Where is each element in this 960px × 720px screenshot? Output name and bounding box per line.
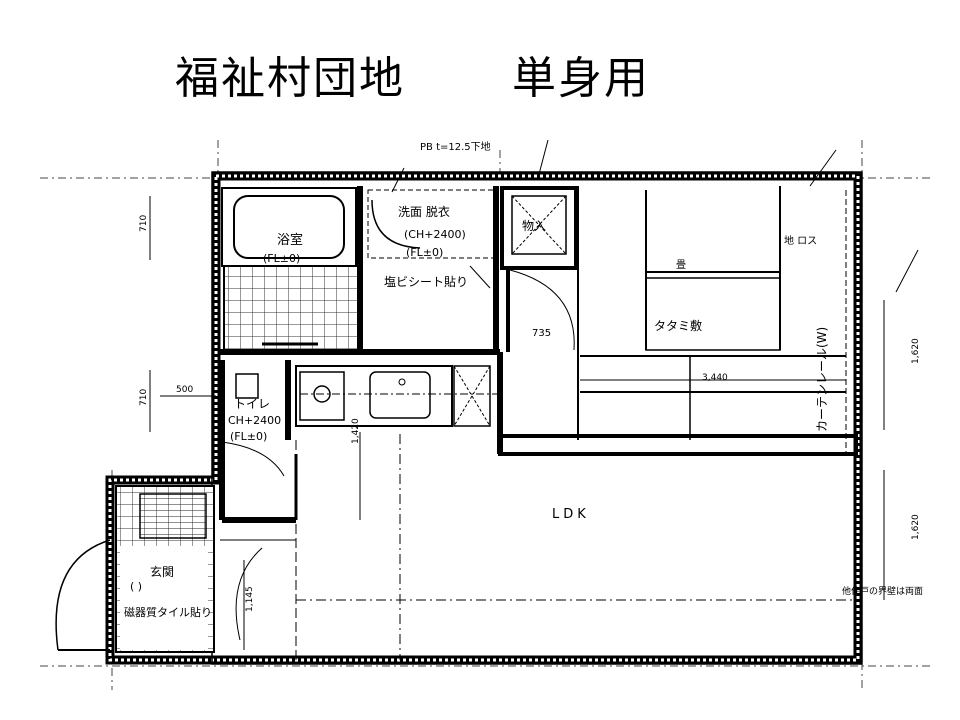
bath-label: 浴室 <box>277 232 303 248</box>
right-note: 他住戸の界壁は両面 <box>842 585 923 597</box>
dim-710-mid: 710 <box>139 389 149 406</box>
sink <box>369 371 431 419</box>
ldk-room <box>220 434 856 660</box>
fridge-space <box>453 365 491 427</box>
tatami-mark: 畳 <box>676 259 686 271</box>
flooring-note: 塩ビシート貼り <box>384 274 468 289</box>
dim-3440: 3,440 <box>702 373 728 383</box>
dim-1420: 1,420 <box>351 418 361 444</box>
side-note: 地 ロス <box>784 234 817 247</box>
entrance-floor-label: 磁器質タイル貼り <box>124 605 212 619</box>
step <box>139 493 207 539</box>
storage-closet <box>500 186 578 352</box>
top-note: PB t=12.5下地 <box>420 140 491 153</box>
entrance-label: 玄関 <box>150 564 174 579</box>
bathroom <box>220 186 500 355</box>
curtain-rail-label: カーテンレール(W) <box>815 327 829 432</box>
bath-level: (FL±0) <box>263 252 300 265</box>
washroom <box>367 186 499 352</box>
washroom-label: 洗面 脱衣 <box>398 204 450 219</box>
toilet-label: トイレ <box>234 397 270 411</box>
leader-lines <box>391 139 919 293</box>
washroom-level: (FL±0) <box>406 246 443 259</box>
dimension-lines <box>149 196 885 650</box>
dim-735: 735 <box>532 328 551 339</box>
dim-1620-bottom: 1,620 <box>911 514 921 540</box>
bath-floor-tile <box>223 265 359 351</box>
tatami-room <box>497 186 858 456</box>
page-title: 福祉村団地 <box>175 53 405 104</box>
dim-1620-top: 1,620 <box>911 338 921 364</box>
washroom-ceiling: (CH+2400) <box>404 228 466 241</box>
tatami-label: タタミ敷 <box>654 318 702 333</box>
dim-1145: 1,145 <box>245 586 255 612</box>
toilet-level: (FL±0) <box>230 430 267 443</box>
ldk-label: LDK <box>552 507 590 522</box>
entry-door-swing <box>55 539 111 651</box>
bathtub <box>221 187 357 267</box>
entrance <box>55 485 263 653</box>
dim-500: 500 <box>176 385 193 395</box>
page-subtitle: 単身用 <box>512 53 650 104</box>
storage-label: 物入 <box>522 219 546 233</box>
kitchen <box>295 365 500 427</box>
entrance-paren: ( ) <box>130 580 142 593</box>
toilet-ceiling: CH+2400 <box>228 414 281 427</box>
exterior-walls <box>105 171 863 665</box>
stove <box>299 371 345 421</box>
dim-710-top: 710 <box>139 215 149 232</box>
